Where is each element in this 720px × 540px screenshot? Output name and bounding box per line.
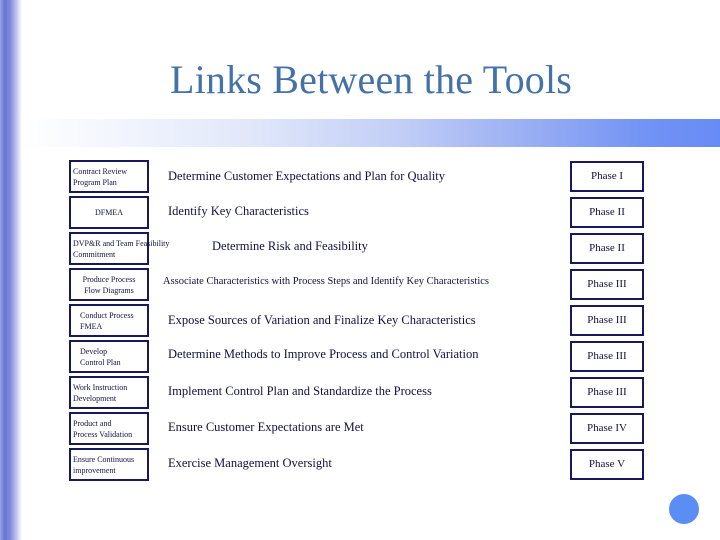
tool-box-line1: Product and [73,418,112,428]
phase-box[interactable]: Phase III [570,341,644,372]
row-description: Implement Control Plan and Standardize t… [168,384,432,398]
row-description: Identify Key Characteristics [168,204,309,218]
left-edge-decoration [0,0,22,540]
tool-box-line1: Produce Process [82,274,136,284]
tool-box-line1: Develop [80,346,108,356]
page-title: Links Between the Tools [169,57,573,102]
tool-box[interactable]: Produce Process Flow Diagrams [69,268,149,301]
tool-box[interactable]: Ensure Continuous improvement [69,448,149,481]
tool-box[interactable]: Conduct Process FMEA [69,304,149,337]
tool-box-line2: Commitment [73,249,116,259]
tool-box[interactable]: Develop Control Plan [69,340,149,373]
phase-box[interactable]: Phase IV [570,413,644,444]
tool-box-line1: Contract Review [73,166,127,176]
tool-box-line2: Flow Diagrams [84,285,134,295]
tool-box-line2: Development [73,393,117,403]
row-description: Associate Characteristics with Process S… [163,276,489,287]
title-gradient-rule [22,119,720,147]
row-description: Exercise Management Oversight [168,456,332,470]
tool-box-line2: FMEA [80,321,103,331]
tool-box[interactable]: Product and Process Validation [69,412,149,445]
phase-box[interactable]: Phase II [570,233,644,264]
phase-box[interactable]: Phase II [570,197,644,228]
tool-box-line1: DVP&R and Team Feasibility [73,238,170,248]
row-description: Determine Methods to Improve Process and… [168,347,479,361]
tool-box[interactable]: Work Instruction Development [69,376,149,409]
left-edge-accent-line [0,0,7,540]
row-description: Determine Risk and Feasibility [212,239,368,253]
tool-box[interactable]: DFMEA [69,196,149,229]
row-description: Determine Customer Expectations and Plan… [168,169,446,183]
phase-box[interactable]: Phase I [570,161,644,192]
phase-box[interactable]: Phase III [570,377,644,408]
phase-box[interactable]: Phase III [570,269,644,300]
tool-box-line1: Ensure Continuous [73,454,135,464]
tool-box[interactable]: Contract Review Program Plan [69,160,149,193]
row-description: Ensure Customer Expectations are Met [168,420,364,434]
bullet-dot-icon [669,494,699,524]
phase-box[interactable]: Phase V [570,449,644,480]
phase-box[interactable]: Phase III [570,305,644,336]
tool-box[interactable]: DVP&R and Team Feasibility Commitment [69,232,170,265]
tool-box-line1: Conduct Process [80,310,134,320]
row-description: Expose Sources of Variation and Finalize… [168,313,476,327]
tool-box-line1: Work Instruction [73,382,128,392]
tool-box-line2: improvement [73,465,116,475]
tool-box-line2: Program Plan [73,177,117,187]
tool-box-line2: Control Plan [80,357,121,367]
tool-box-line1: DFMEA [94,208,123,217]
tool-box-line2: Process Validation [73,429,133,439]
